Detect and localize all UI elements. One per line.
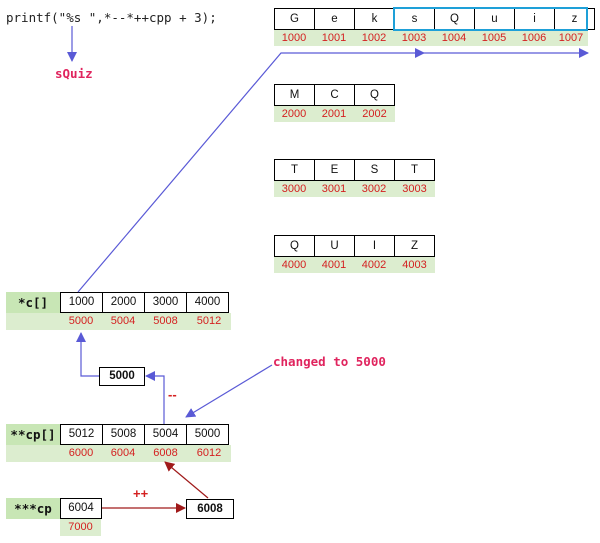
address: 6012 [196,447,222,459]
string-row-quiz: Q U I Z [274,235,435,257]
address: 1006 [521,32,547,44]
char-cell: T [394,159,435,181]
address: 1001 [321,32,347,44]
cp-cell: 5004 [144,424,187,445]
char-cell: G [274,8,315,30]
address: 5012 [196,315,222,327]
c-cell: 4000 [186,292,229,313]
address: 1004 [441,32,467,44]
address: 4003 [402,259,427,271]
code-line: printf("%s ",*--*++cpp + 3); [6,10,217,25]
substring-highlight [393,7,588,31]
c-cell: 3000 [144,292,187,313]
char-cell: e [314,8,355,30]
annotation-arrow [185,364,273,418]
address-row: 3000 3001 3002 3003 [274,181,435,197]
c-cell: 2000 [102,292,145,313]
address: 3000 [281,183,307,195]
annotation-text: changed to 5000 [273,354,386,369]
char-cell: Z [394,235,435,257]
string-row-mcq: M C Q [274,84,395,106]
incremented-pointer-box: 6008 [186,499,234,519]
address-row: 2000 2001 2002 [274,106,395,122]
cp-cell: 5008 [102,424,145,445]
char-cell: T [274,159,315,181]
output-text: sQuiz [55,66,93,81]
cp-array: 5012 5008 5004 5000 [60,424,229,445]
decrement-arrow [145,371,165,424]
cpp-cell: 6004 [60,498,102,519]
address: 2000 [281,108,307,120]
address: 3003 [402,183,427,195]
address: 1007 [558,32,584,44]
address: 5004 [110,315,136,327]
address: 1003 [401,32,427,44]
cp-cell: 5000 [186,424,229,445]
increment-operator: ++ [133,486,149,501]
char-cell: Q [354,84,395,106]
address: 1000 [281,32,307,44]
deref-result-box: 5000 [99,367,145,386]
address: 2002 [362,108,387,120]
pointer-to-c-arrow [76,332,99,377]
address: 4001 [321,259,347,271]
string-row-test: T E S T [274,159,435,181]
address: 5000 [68,315,94,327]
c-address-row: 5000 5004 5008 5012 [6,313,231,330]
pointer-c0-to-string-arrow [77,48,425,293]
address: 1005 [481,32,507,44]
address: 3001 [321,183,347,195]
string-row-geksquiz: G e k s Q u i z [274,8,595,30]
cpp-label: ***cp [6,498,60,519]
c-cell: 1000 [60,292,103,313]
cpp-address-row: 7000 [60,519,101,536]
address: 4000 [281,259,307,271]
address-row: 4000 4001 4002 4003 [274,257,435,273]
c-array-label: *c[] [6,292,60,313]
address: 2001 [321,108,347,120]
address: 6004 [110,447,136,459]
address-row: 1000 1001 1002 1003 1004 1005 1006 1007 [274,30,588,46]
address: 4002 [361,259,387,271]
cp-array-label: **cp[] [6,424,60,445]
address: 7000 [68,521,93,533]
address: 6000 [68,447,94,459]
cp-address-row: 6000 6004 6008 6012 [6,445,231,462]
address: 3002 [361,183,387,195]
address: 5008 [153,315,178,327]
incremented-pointer-arrow [164,461,209,499]
address: 1002 [361,32,387,44]
address: 6008 [153,447,178,459]
decrement-operator: -- [168,387,177,402]
c-array: 1000 2000 3000 4000 [60,292,229,313]
